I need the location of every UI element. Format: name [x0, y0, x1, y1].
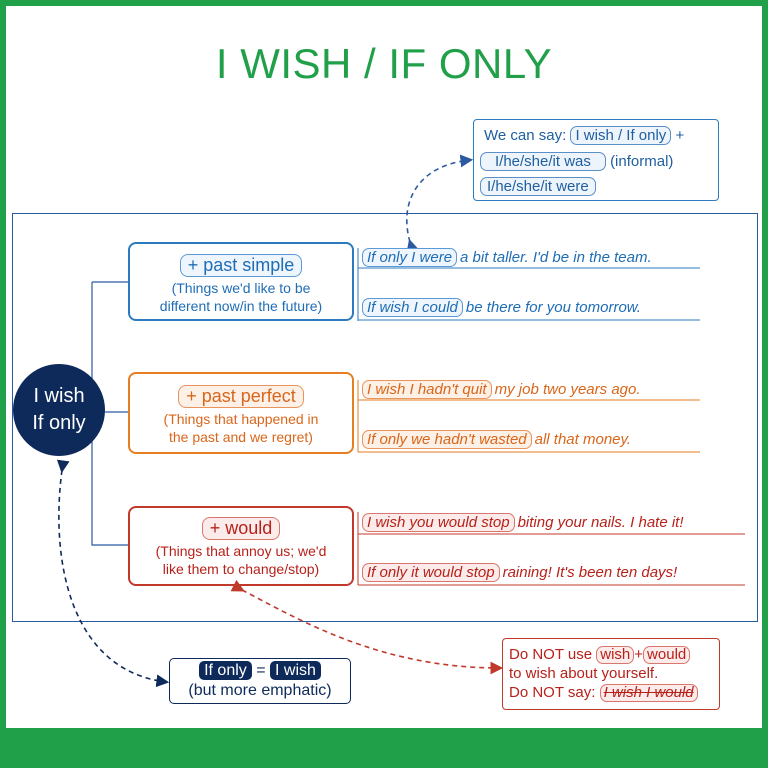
page-title: I WISH / IF ONLY	[215, 40, 553, 87]
info-option-1-note: (informal)	[610, 153, 674, 170]
category-head: + would	[201, 517, 281, 540]
example-pill: I wish I hadn't quit	[362, 380, 492, 399]
info-plus: +	[675, 127, 685, 144]
example-rest: my job two years ago.	[494, 381, 641, 398]
category-would: + would (Things that annoy us; we'd like…	[128, 506, 354, 586]
center-circle: I wish If only	[13, 364, 105, 456]
category-desc-2: the past and we regret)	[169, 429, 313, 445]
category-past-simple: + past simple (Things we'd like to be di…	[128, 242, 354, 321]
info-option-2: I/he/she/it were	[480, 177, 596, 196]
warning-note-box: Do NOT use wish+would to wish about your…	[502, 638, 720, 710]
note-pill-would: would	[643, 646, 691, 664]
example-pill: I wish you would stop	[362, 513, 515, 532]
info-prefix: We can say:	[484, 127, 567, 144]
note-line-2: to wish about yourself.	[509, 665, 659, 682]
category-desc-1: (Things that annoy us; we'd	[155, 543, 327, 559]
emphasis-box: If only = I wish (but more emphatic)	[169, 658, 351, 704]
example-pill: If only we hadn't wasted	[362, 430, 532, 449]
example-pill: If only it would stop	[362, 563, 500, 582]
category-desc-1: (Things that happened in	[163, 411, 319, 427]
emphasis-line-1: If only = I wish	[170, 661, 350, 681]
emphasis-note: (but more emphatic)	[188, 682, 332, 699]
info-box: We can say: I wish / If only + I/he/she/…	[473, 119, 719, 201]
example-rest: biting your nails. I hate it!	[517, 514, 684, 531]
info-line-2: I/he/she/it was (informal)	[480, 152, 673, 171]
note-prefix: Do NOT use	[509, 646, 593, 663]
category-desc-2: like them to change/stop)	[162, 561, 320, 577]
center-line-1: I wish	[33, 385, 85, 407]
info-line-3: I/he/she/it were	[480, 177, 596, 196]
example-pill: If only I were	[362, 248, 458, 267]
note-plus: +	[634, 646, 644, 663]
example-rest: raining! It's been ten days!	[502, 564, 678, 581]
category-head: + past perfect	[178, 385, 304, 408]
example-rest: a bit taller. I'd be in the team.	[460, 249, 652, 266]
info-pill: I wish / If only	[570, 126, 672, 145]
emphasis-arrow	[56, 459, 170, 688]
info-line-1: We can say: I wish / If only +	[484, 126, 684, 145]
blue-bracket	[357, 248, 700, 321]
category-past-perfect: + past perfect (Things that happened in …	[128, 372, 354, 454]
info-option-1: I/he/she/it was	[480, 152, 606, 171]
example-rest: be there for you tomorrow.	[465, 299, 641, 316]
note-arrow	[230, 579, 504, 675]
example-pill: If wish I could	[362, 298, 463, 317]
emphasis-pill-2: I wish	[270, 661, 321, 680]
note-wrong-example: I wish I would	[599, 684, 698, 702]
example-rest: all that money.	[534, 431, 632, 448]
emphasis-equals: =	[256, 662, 266, 679]
category-desc-2: different now/in the future)	[159, 298, 323, 314]
note-line-3: Do NOT say: I wish I would	[509, 683, 719, 702]
note-line-3-prefix: Do NOT say:	[509, 684, 596, 701]
bottom-bar	[0, 728, 768, 768]
orange-bracket	[357, 380, 700, 453]
note-line-1: Do NOT use wish+would	[509, 645, 719, 664]
emphasis-pill-1: If only	[199, 661, 252, 680]
category-desc-1: (Things we'd like to be	[171, 280, 311, 296]
center-line-2: If only	[32, 412, 86, 434]
category-head: + past simple	[179, 254, 303, 277]
note-pill-wish: wish	[596, 646, 635, 664]
info-arrow	[406, 154, 474, 253]
